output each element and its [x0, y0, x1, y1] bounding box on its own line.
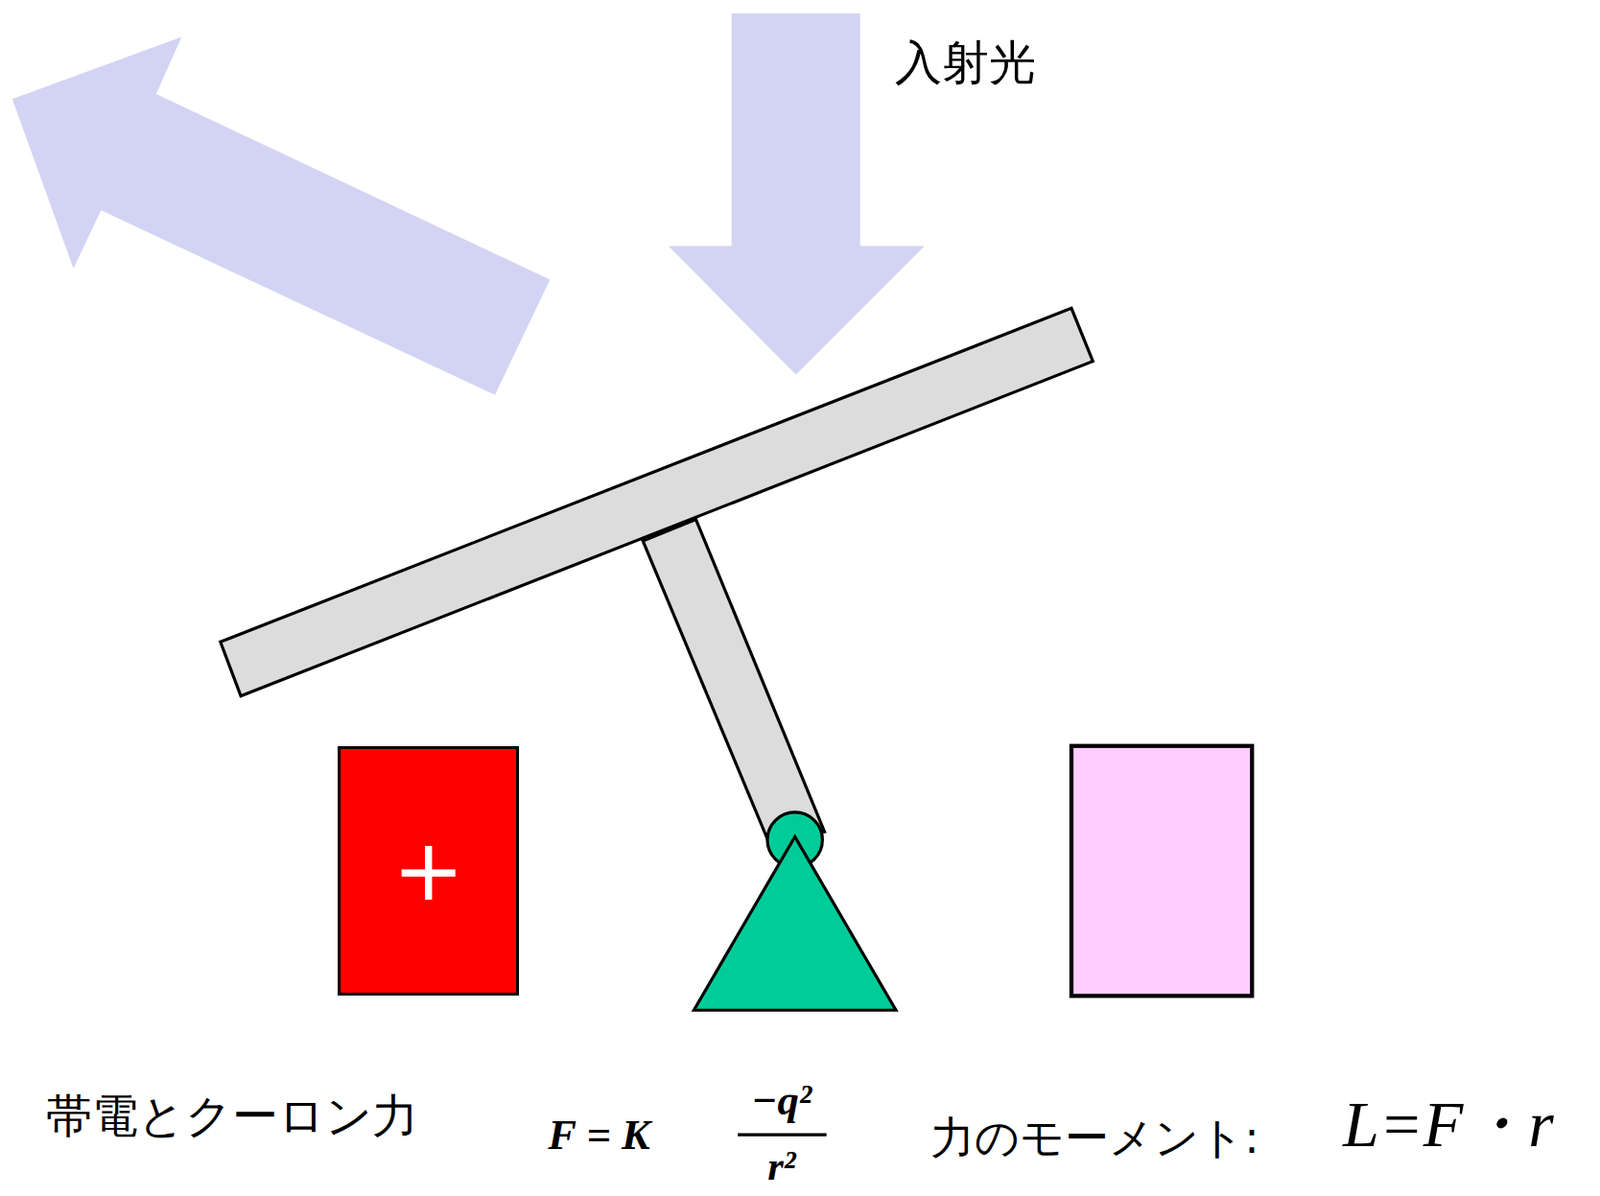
reflected-light-arrow — [12, 36, 551, 395]
electrode-box: + — [337, 746, 519, 997]
incident-light-label: 入射光 — [894, 39, 1036, 87]
moment-label: 力のモーメント: — [930, 1116, 1259, 1161]
formula-numerator: −q² — [751, 1078, 812, 1122]
charge-sign: + — [392, 827, 465, 914]
pink-electrode — [1071, 746, 1252, 997]
formula-lhs: F = K — [547, 1113, 651, 1157]
pivot-triangle — [693, 836, 896, 1011]
fraction-bar — [737, 1132, 827, 1136]
formula-denominator: r² — [767, 1146, 796, 1188]
mirror-post — [642, 519, 824, 840]
coulomb-force-label: 帯電とクーロン力 — [46, 1093, 419, 1140]
moment-formula: L=F・r — [1342, 1091, 1554, 1157]
mirror-plate — [220, 307, 1094, 696]
incident-light-arrow — [668, 13, 925, 376]
